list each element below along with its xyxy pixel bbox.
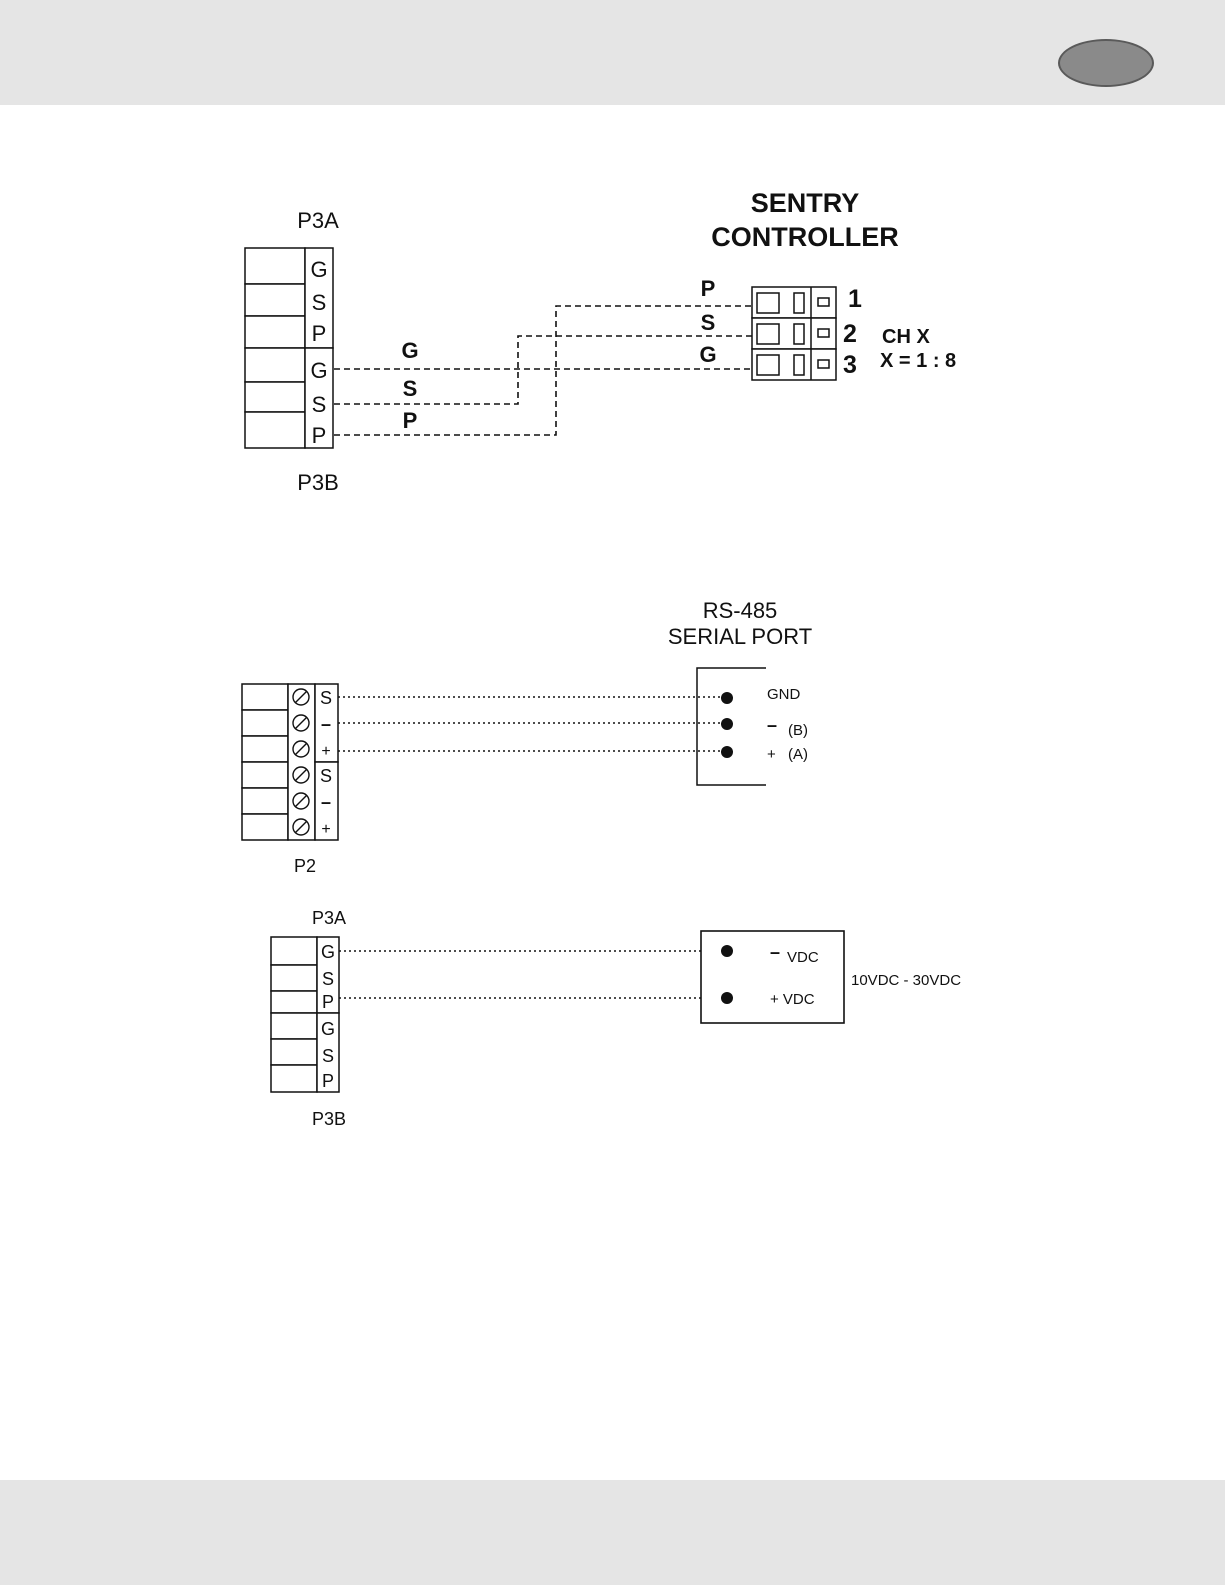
p3b-power-terminal-p: P — [322, 1071, 334, 1091]
p2-terminal-plus-2: + — [321, 821, 330, 838]
channel-label: CH X — [882, 326, 930, 348]
p3b-terminal-s: S — [312, 392, 327, 417]
p3b-terminal-p: P — [312, 423, 327, 448]
p3a-terminal-p: P — [312, 321, 327, 346]
supply-pin-plus — [721, 992, 733, 1004]
sentry-wires — [334, 306, 752, 435]
screw-icon — [293, 715, 309, 731]
wire-label-s: S — [403, 376, 418, 401]
diagram-sentry-wiring: P3A P3B G S P G S P G S P SENTRY CONTROL… — [245, 188, 956, 495]
controller-terminal-block — [752, 287, 836, 380]
p3b-terminal-g: G — [310, 358, 327, 383]
controller-pin-3: 3 — [843, 351, 857, 379]
controller-title-line2: CONTROLLER — [711, 222, 898, 252]
p3b-label-power: P3B — [312, 1109, 346, 1129]
controller-pin-1: 1 — [848, 285, 862, 313]
power-wires — [339, 951, 726, 998]
controller-wire-label-p: P — [701, 276, 716, 301]
p2-terminal-s: S — [320, 688, 332, 708]
screw-icon — [293, 767, 309, 783]
controller-wire-label-g: G — [699, 342, 716, 367]
serial-pin-b — [721, 718, 733, 730]
p3b-power-terminal-s: S — [322, 1046, 334, 1066]
supply-pin-minus — [721, 945, 733, 957]
supply-plus-label: + VDC — [770, 991, 815, 1008]
serial-pin-gnd-label: GND — [767, 686, 801, 703]
wire-label-g: G — [401, 338, 418, 363]
serial-pin-a — [721, 746, 733, 758]
wire-label-p: P — [403, 408, 418, 433]
serial-pin-b-label: (B) — [788, 722, 808, 739]
p3b-label: P3B — [297, 470, 339, 495]
p3a-power-terminal-s: S — [322, 969, 334, 989]
rs485-wires — [338, 697, 726, 751]
p3a-power-terminal-p: P — [322, 992, 334, 1012]
p2-label: P2 — [294, 856, 316, 876]
diagram-power-wiring: P3A P3B G S P G S P – VDC + VDC 10VDC - … — [271, 908, 961, 1129]
controller-pin-2: 2 — [843, 320, 857, 348]
supply-range-label: 10VDC - 30VDC — [851, 972, 961, 989]
rs485-title-line1: RS-485 — [703, 598, 778, 623]
screw-icon — [293, 793, 309, 809]
p3a-terminal-g: G — [310, 257, 327, 282]
p2-terminal-minus-2: – — [321, 792, 331, 812]
p2-terminal-plus: + — [321, 743, 330, 760]
p2-terminal-minus: – — [321, 714, 331, 734]
screw-icon — [293, 741, 309, 757]
p3a-terminal-s: S — [312, 290, 327, 315]
supply-minus-label: VDC — [787, 949, 819, 966]
p3a-label-power: P3A — [312, 908, 346, 928]
diagram-rs485-wiring: RS-485 SERIAL PORT S – + S – + P2 — [242, 598, 812, 876]
serial-pin-plus-sign: + — [767, 746, 776, 763]
p3a-label: P3A — [297, 208, 339, 233]
wire-s — [334, 336, 752, 404]
supply-minus-sign: – — [770, 942, 780, 962]
controller-wire-label-s: S — [701, 310, 716, 335]
p3a-power-terminal-g: G — [321, 942, 335, 962]
serial-pin-gnd — [721, 692, 733, 704]
serial-pin-minus-sign: – — [767, 715, 777, 735]
p2-terminal-s-2: S — [320, 766, 332, 786]
channel-range: X = 1 : 8 — [880, 350, 956, 372]
controller-title-line1: SENTRY — [751, 188, 860, 218]
serial-pin-a-label: (A) — [788, 746, 808, 763]
rs485-title-line2: SERIAL PORT — [668, 624, 812, 649]
screw-icon — [293, 819, 309, 835]
wire-p — [334, 306, 752, 435]
screw-icon — [293, 689, 309, 705]
p3b-power-terminal-g: G — [321, 1019, 335, 1039]
